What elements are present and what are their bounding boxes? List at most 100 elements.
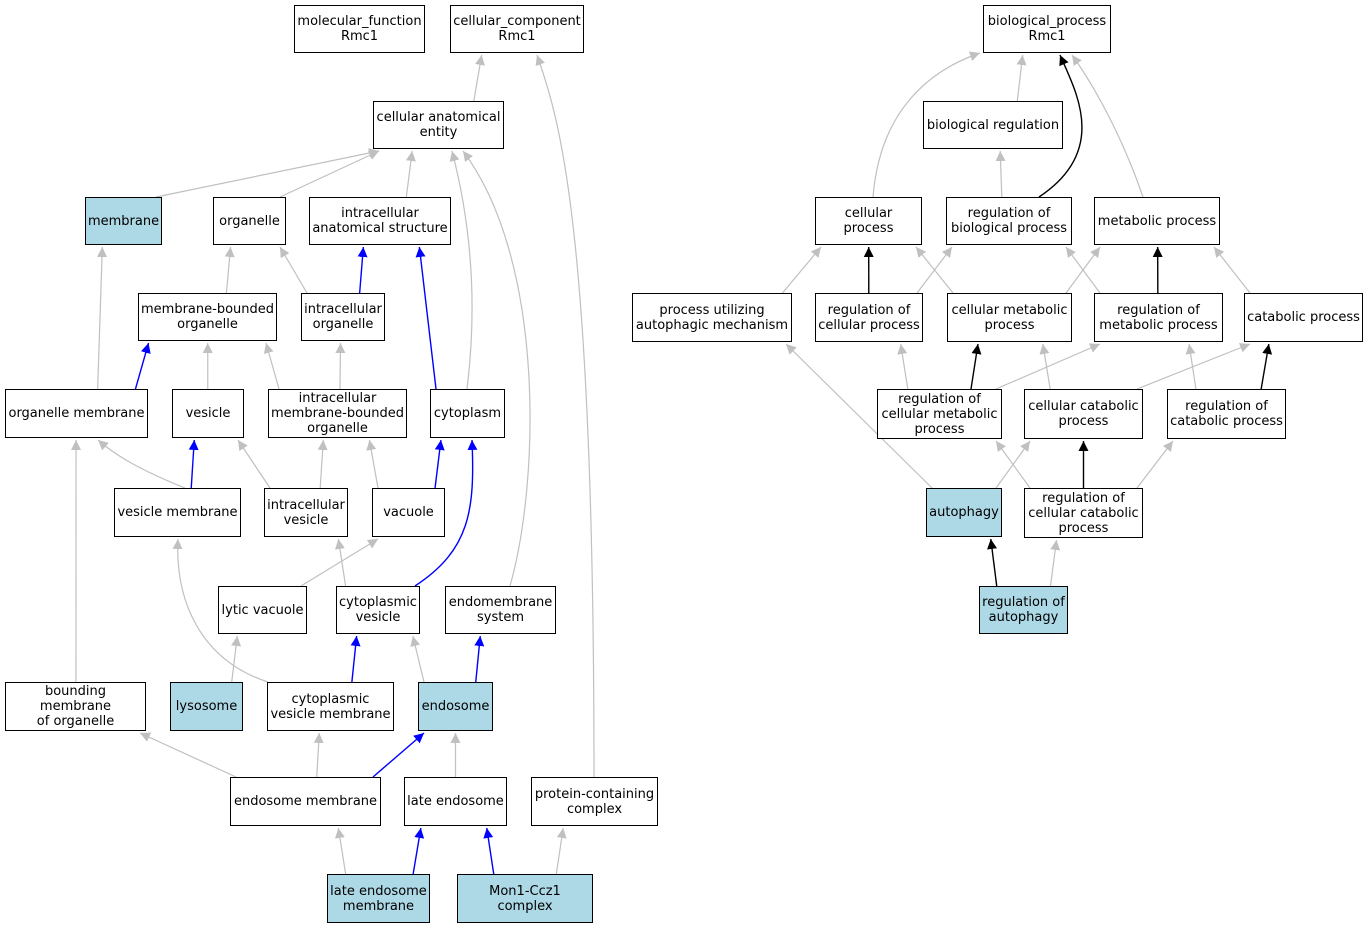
edge-membrane-to-cellular-anatomical-entity: [155, 148, 380, 198]
edge-organelle-to-cellular-anatomical-entity: [279, 150, 380, 198]
edge-membrane-bounded-organelle-to-organelle: [224, 246, 235, 294]
edge-intracellular-organelle-to-organelle: [279, 246, 308, 294]
edge-vacuole-to-cytoplasm: [434, 439, 445, 489]
node-regulation-of-metabolic-process[interactable]: regulation of metabolic process: [1094, 293, 1223, 342]
node-endosome[interactable]: endosome: [418, 682, 493, 731]
edge-endosome-to-endomembrane-system: [474, 635, 485, 683]
edge-regulation-of-metabolic-process-to-regulation-of-biological-process: [1065, 246, 1101, 294]
edge-endosome-membrane-to-cytoplasmic-vesicle-membrane: [313, 732, 324, 778]
node-bounding-membrane-of-organelle[interactable]: bounding membrane of organelle: [5, 682, 146, 731]
node-biological-regulation[interactable]: biological regulation: [923, 101, 1063, 149]
edge-lytic-vacuole-to-vacuole: [300, 538, 379, 587]
edge-autophagy-to-process-utilizing-autophagic-mechanism: [785, 343, 933, 489]
node-cellular-component[interactable]: cellular_component Rmc1: [450, 5, 584, 53]
edge-endosome-membrane-to-bounding-membrane-of-organelle: [139, 732, 237, 778]
node-cellular-anatomical-entity[interactable]: cellular anatomical entity: [373, 101, 504, 149]
node-membrane-bounded-organelle[interactable]: membrane-bounded organelle: [138, 293, 277, 341]
node-vacuole[interactable]: vacuole: [372, 488, 445, 537]
edge-mon1-ccz1-complex-to-protein-containing-complex: [555, 827, 567, 875]
node-regulation-of-cellular-catabolic-process[interactable]: regulation of cellular catabolic process: [1024, 488, 1143, 538]
edge-cytoplasmic-vesicle-membrane-to-vesicle-membrane: [172, 538, 269, 683]
node-organelle[interactable]: organelle: [213, 197, 286, 245]
node-endosome-membrane[interactable]: endosome membrane: [230, 777, 381, 826]
edge-regulation-of-catabolic-process-to-catabolic-process: [1260, 343, 1273, 390]
edge-regulation-of-autophagy-to-regulation-of-cellular-catabolic-process: [1049, 539, 1061, 587]
edge-cytoplasmic-vesicle-to-cytoplasm: [414, 439, 478, 587]
edge-regulation-of-cellular-catabolic-process-to-regulation-of-cellular-metabolic-process: [995, 440, 1031, 489]
edge-cellular-catabolic-process-to-cellular-metabolic-process: [1039, 343, 1051, 390]
edge-process-utilizing-autophagic-mechanism-to-cellular-process: [781, 246, 822, 294]
node-regulation-of-biological-process[interactable]: regulation of biological process: [946, 197, 1072, 245]
edge-cytoplasmic-vesicle-to-intracellular-vesicle: [334, 538, 347, 587]
edge-intracellular-vesicle-to-vesicle: [237, 439, 271, 489]
node-cellular-process[interactable]: cellular process: [815, 197, 922, 245]
edge-late-endosome-membrane-to-endosome-membrane: [334, 827, 347, 875]
node-intracellular-vesicle[interactable]: intracellular vesicle: [264, 488, 348, 537]
node-membrane[interactable]: membrane: [85, 197, 162, 245]
edge-biological-regulation-to-biological-process: [1016, 54, 1027, 102]
node-regulation-of-autophagy[interactable]: regulation of autophagy: [979, 586, 1068, 634]
node-intracellular-organelle[interactable]: intracellular organelle: [301, 293, 385, 341]
edge-cellular-anatomical-entity-to-cellular-component: [473, 54, 485, 102]
edge-vacuole-to-intracellular-membrane-bounded-organelle: [366, 439, 379, 489]
edge-regulation-of-cellular-metabolic-process-to-cellular-metabolic-process: [970, 343, 982, 390]
node-late-endosome[interactable]: late endosome: [404, 777, 507, 826]
node-catabolic-process[interactable]: catabolic process: [1244, 293, 1363, 342]
edge-cellular-process-to-biological-process: [872, 51, 981, 198]
edge-catabolic-process-to-metabolic-process: [1213, 246, 1251, 294]
node-vesicle-membrane[interactable]: vesicle membrane: [114, 488, 241, 537]
node-organelle-membrane[interactable]: organelle membrane: [5, 389, 148, 438]
node-biological-process[interactable]: biological_process Rmc1: [983, 5, 1111, 53]
edge-cytoplasm-to-intracellular-anatomical-structure: [415, 246, 437, 390]
edge-regulation-of-cellular-metabolic-process-to-regulation-of-metabolic-process: [995, 343, 1101, 390]
edge-lysosome-to-lytic-vacuole: [231, 635, 242, 683]
edge-organelle-membrane-to-membrane-bounded-organelle: [134, 342, 151, 390]
node-cytoplasm[interactable]: cytoplasm: [430, 389, 505, 438]
edge-endosome-to-cytoplasmic-vesicle: [410, 635, 425, 683]
edge-cellular-catabolic-process-to-catabolic-process: [1136, 343, 1251, 390]
edge-regulation-of-catabolic-process-to-regulation-of-metabolic-process: [1185, 343, 1197, 390]
edge-regulation-of-biological-process-to-biological-process: [1038, 54, 1083, 198]
edge-intracellular-anatomical-structure-to-cellular-anatomical-entity: [405, 150, 416, 198]
node-regulation-of-cellular-metabolic-process[interactable]: regulation of cellular metabolic process: [877, 389, 1002, 439]
edge-cytoplasmic-vesicle-membrane-to-cytoplasmic-vesicle: [350, 635, 361, 683]
node-intracellular-membrane-bounded-organelle[interactable]: intracellular membrane-bounded organelle: [268, 389, 407, 438]
edge-regulation-of-autophagy-to-autophagy: [987, 538, 998, 587]
node-lytic-vacuole[interactable]: lytic vacuole: [218, 586, 307, 634]
node-regulation-of-catabolic-process[interactable]: regulation of catabolic process: [1167, 389, 1286, 439]
edge-metabolic-process-to-biological-process: [1071, 54, 1144, 198]
node-regulation-of-cellular-process[interactable]: regulation of cellular process: [815, 293, 923, 342]
node-process-utilizing-autophagic-mechanism[interactable]: process utilizing autophagic mechanism: [632, 293, 792, 342]
node-intracellular-anatomical-structure[interactable]: intracellular anatomical structure: [309, 197, 451, 245]
node-cellular-metabolic-process[interactable]: cellular metabolic process: [947, 293, 1072, 342]
edge-regulation-of-cellular-catabolic-process-to-regulation-of-catabolic-process: [1136, 440, 1174, 489]
node-cellular-catabolic-process[interactable]: cellular catabolic process: [1024, 389, 1143, 439]
edge-vesicle-membrane-to-vesicle: [188, 439, 199, 489]
node-vesicle[interactable]: vesicle: [172, 389, 244, 438]
node-metabolic-process[interactable]: metabolic process: [1094, 197, 1220, 245]
edge-intracellular-organelle-to-intracellular-anatomical-structure: [357, 246, 368, 294]
edge-cytoplasm-to-cellular-anatomical-entity: [449, 150, 473, 390]
edge-organelle-membrane-to-membrane: [97, 246, 108, 390]
node-cytoplasmic-vesicle-membrane[interactable]: cytoplasmic vesicle membrane: [267, 682, 394, 731]
edge-endomembrane-system-to-cellular-anatomical-entity: [462, 150, 531, 587]
node-mon1-ccz1-complex[interactable]: Mon1-Ccz1 complex: [457, 874, 593, 923]
edge-late-endosome-membrane-to-late-endosome: [412, 827, 425, 875]
edge-regulation-of-biological-process-to-biological-regulation: [995, 150, 1006, 198]
node-molecular-function[interactable]: molecular_function Rmc1: [294, 5, 425, 53]
node-cytoplasmic-vesicle[interactable]: cytoplasmic vesicle: [336, 586, 420, 634]
edge-intracellular-vesicle-to-intracellular-membrane-bounded-organelle: [317, 439, 328, 489]
edge-vesicle-membrane-to-organelle-membrane: [97, 439, 186, 489]
edge-cellular-metabolic-process-to-cellular-process: [915, 246, 954, 294]
node-endomembrane-system[interactable]: endomembrane system: [445, 586, 556, 634]
edge-mon1-ccz1-complex-to-late-endosome: [483, 827, 495, 875]
node-protein-containing-complex[interactable]: protein-containing complex: [531, 777, 658, 826]
edge-intracellular-membrane-bounded-organelle-to-intracellular-organelle: [335, 342, 346, 390]
node-autophagy[interactable]: autophagy: [926, 488, 1002, 537]
edge-endosome-membrane-to-endosome: [372, 732, 425, 778]
node-lysosome[interactable]: lysosome: [170, 682, 243, 731]
edge-intracellular-membrane-bounded-organelle-to-membrane-bounded-organelle: [263, 342, 280, 390]
node-late-endosome-membrane[interactable]: late endosome membrane: [327, 874, 430, 923]
